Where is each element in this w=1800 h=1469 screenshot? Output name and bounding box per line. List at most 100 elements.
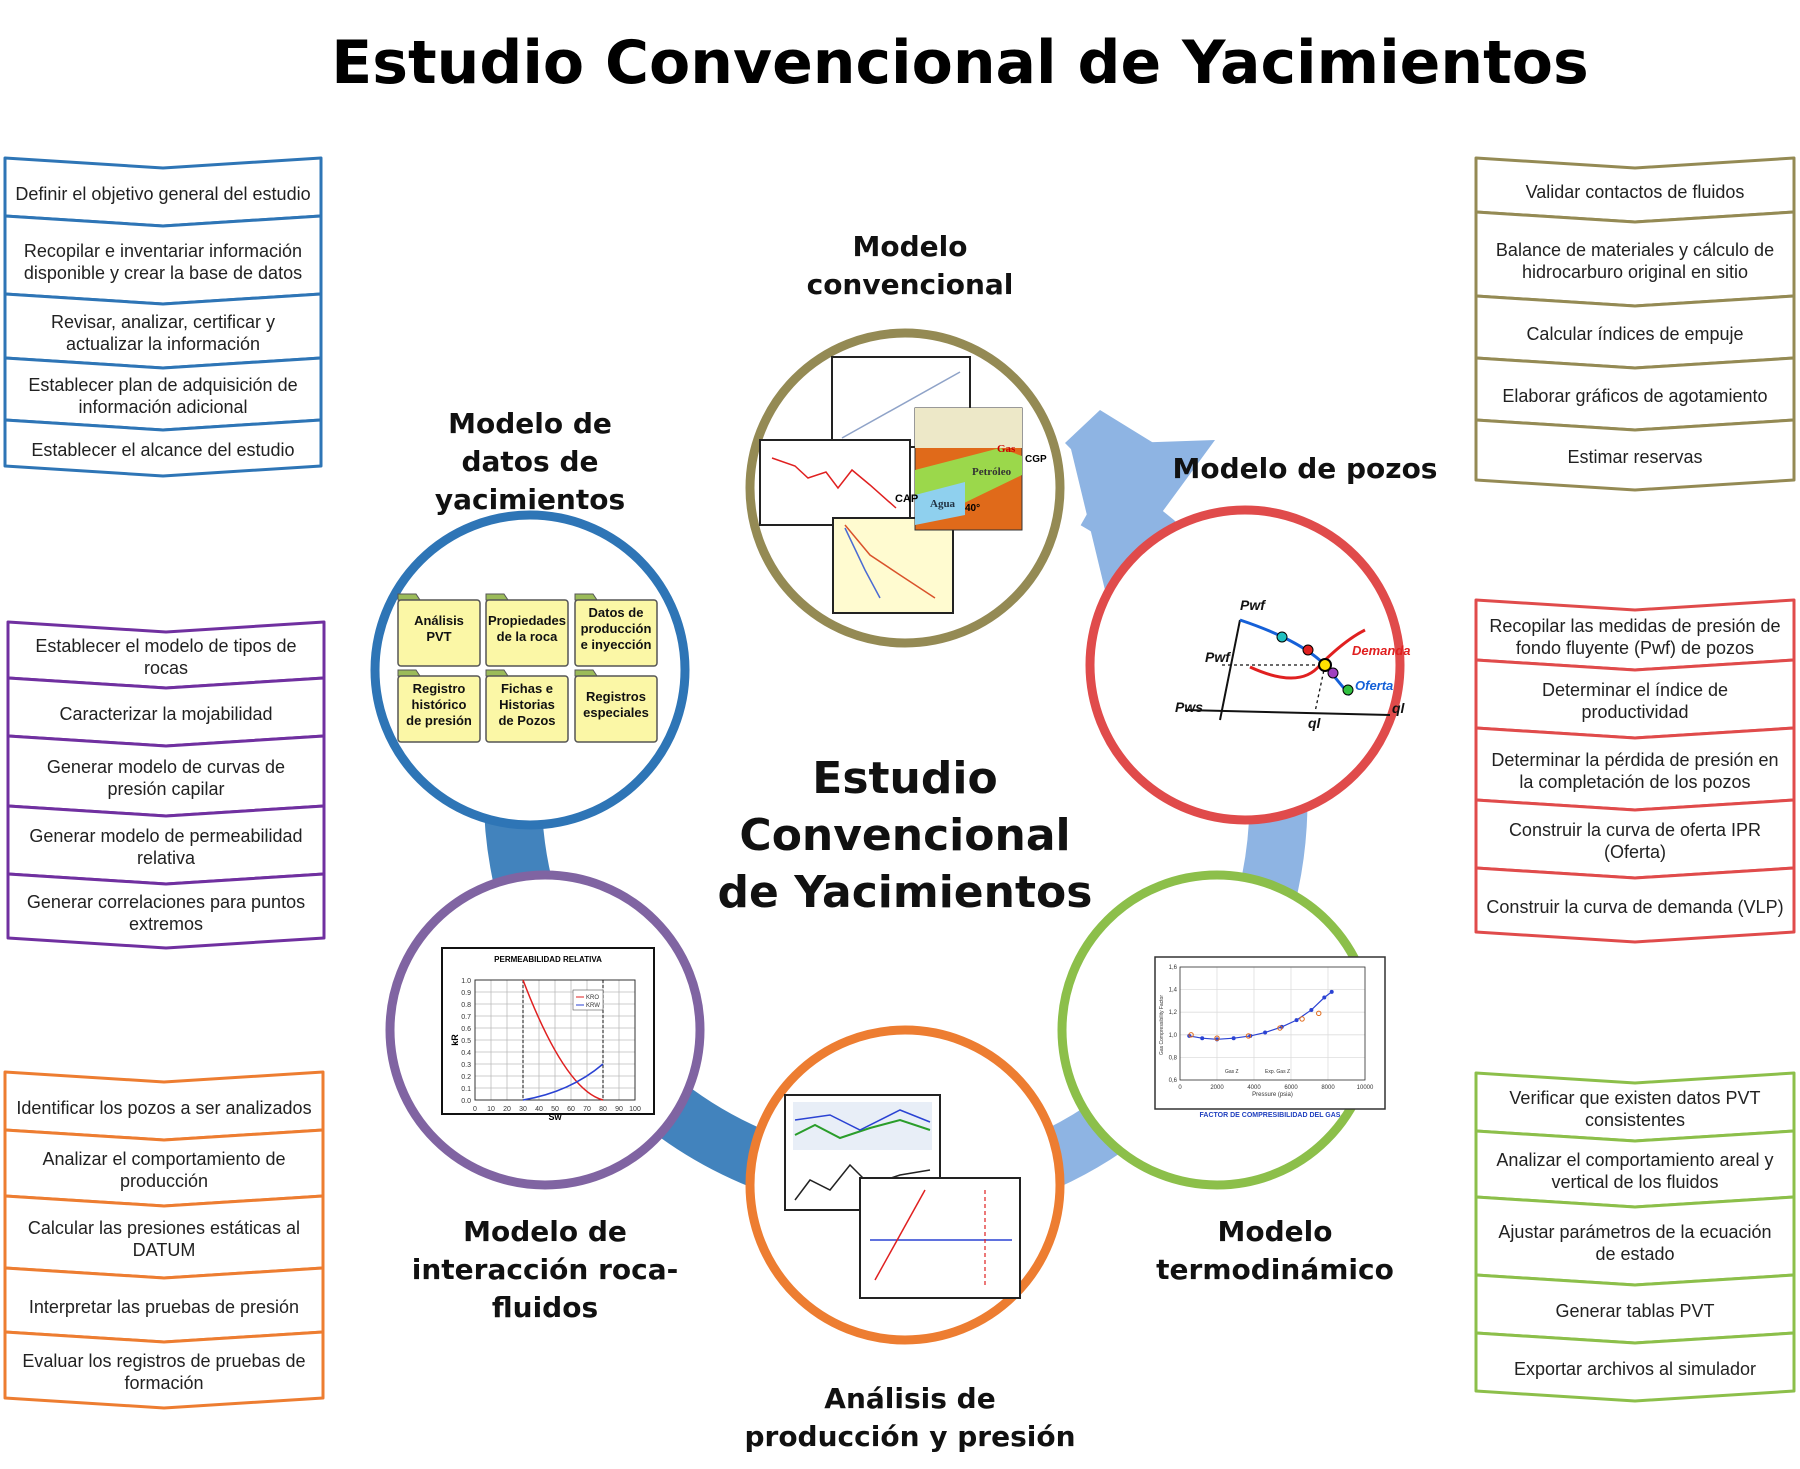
z-x-tick: 8000	[1321, 1085, 1335, 1091]
step-shape	[6, 872, 326, 950]
step-item: Estimar reservas	[1567, 446, 1703, 467]
geo-label-cgp: CGP	[1025, 454, 1047, 465]
step-item: Generar modelo de permeabilidad relativa	[29, 825, 303, 869]
label-q: ql	[1308, 715, 1322, 731]
z-exp-point	[1299, 1016, 1305, 1022]
kro-curve	[522, 979, 604, 1101]
z-legend-item: Exp. Gas Z	[1265, 1069, 1290, 1075]
step-item: Recopilar las medidas de presión de fond…	[1489, 615, 1781, 659]
krw-curve	[522, 1063, 604, 1101]
step-shape	[1474, 866, 1796, 944]
z-x-tick: 0	[1178, 1085, 1182, 1091]
step-item: Exportar archivos al simulador	[1513, 1358, 1757, 1379]
step-item: Construir la curva de demanda (VLP)	[1486, 896, 1784, 917]
label-modelo-termo: Modelo termodinámico	[1156, 1215, 1394, 1286]
step-item: Determinar la pérdida de presión en la c…	[1491, 749, 1779, 793]
z-exp-point	[1316, 1010, 1322, 1017]
kr-y-tick: 0.5	[461, 1038, 471, 1045]
log-thumbnail	[759, 439, 911, 526]
geo-label-cap: CAP	[895, 493, 918, 505]
kr-y-tick: 1.0	[461, 978, 471, 985]
node-produccion	[745, 1025, 1065, 1345]
step-item: Revisar, analizar, certificar y actualiz…	[50, 311, 276, 355]
step-item: Calcular índices de empuje	[1526, 323, 1744, 344]
kr-y-tick: 0.2	[461, 1074, 471, 1081]
step-item: Analizar el comportamiento de producción	[42, 1148, 286, 1192]
step-item: Evaluar los registros de pruebas de form…	[22, 1350, 306, 1394]
step-item: Validar contactos de fluidos	[1525, 181, 1745, 202]
kr-chart-title: PERMEABILIDAD RELATIVA	[494, 955, 602, 964]
kr-x-tick: 10	[487, 1106, 495, 1113]
kr-x-tick: 20	[503, 1106, 511, 1113]
kr-y-tick: 0.3	[461, 1062, 471, 1069]
axis-label-ql: ql	[1392, 700, 1406, 716]
step-item: Recopilar e inventariar información disp…	[23, 240, 303, 284]
z-xlabel: Pressure (psia)	[1252, 1092, 1293, 1098]
step-item: Verificar que existen datos PVT consiste…	[1509, 1087, 1761, 1131]
step-item: Establecer plan de adquisición de inform…	[28, 374, 298, 418]
kr-y-tick: 0.6	[461, 1026, 471, 1033]
kr-x-tick: 70	[583, 1106, 591, 1113]
z-point	[1309, 1007, 1314, 1012]
kr-x-tick: 0	[473, 1106, 477, 1113]
step-shape	[1474, 1331, 1796, 1403]
z-y-tick: 1,6	[1169, 965, 1178, 971]
step-item: Calcular las presiones estáticas al DATU…	[27, 1217, 301, 1261]
geo-label-gas: Gas	[997, 443, 1016, 455]
step-item: Generar tablas PVT	[1555, 1300, 1715, 1321]
geo-label-angle: 40°	[965, 503, 980, 514]
node-roca: 00.0100.1200.2300.3400.4500.5600.6700.78…	[385, 870, 705, 1190]
list-red	[1474, 598, 1796, 944]
pressure-test-thumbnail	[859, 1177, 1021, 1299]
label-oferta: Oferta	[1355, 678, 1393, 693]
step-shape	[3, 1330, 325, 1410]
z-point	[1231, 1036, 1236, 1041]
node-pozos: Pwf ql Pws Pwf ql Demanda Oferta	[1085, 505, 1411, 825]
kr-x-tick: 40	[535, 1106, 543, 1113]
center-title: Estudio Convencional de Yacimientos	[715, 750, 1095, 922]
label-modelo-datos: Modelo de datos de yacimientos	[434, 407, 626, 516]
label-roca-fluidos: Modelo de interacción roca-fluidos	[411, 1215, 679, 1324]
kr-x-tick: 100	[629, 1106, 641, 1113]
step-item: Construir la curva de oferta IPR (Oferta…	[1508, 819, 1762, 863]
z-point	[1322, 995, 1327, 1000]
z-x-tick: 4000	[1247, 1085, 1261, 1091]
z-point	[1263, 1030, 1268, 1035]
z-x-tick: 6000	[1284, 1085, 1298, 1091]
step-item: Balance de materiales y cálculo de hidro…	[1495, 239, 1775, 283]
kr-y-tick: 0.9	[461, 990, 471, 997]
z-y-tick: 1,0	[1169, 1033, 1178, 1039]
z-ylabel: Gas Compressibility Factor	[1159, 995, 1165, 1055]
step-shape	[1474, 418, 1796, 492]
node-convencional: Gas Petróleo Agua CGP CAP 40°	[745, 328, 1065, 648]
list-blue	[3, 156, 323, 478]
label-pws: Pws	[1175, 699, 1203, 715]
kr-y-tick: 0.7	[461, 1014, 471, 1021]
kr-x-tick: 60	[567, 1106, 575, 1113]
z-exp-point	[1245, 1033, 1252, 1039]
cycle-arrowhead	[1070, 440, 1215, 590]
z-y-tick: 0,6	[1169, 1078, 1178, 1084]
geo-label-agua: Agua	[930, 498, 956, 510]
step-item: Determinar el índice de productividad	[1541, 679, 1729, 723]
step-item: Caracterizar la mojabilidad	[59, 703, 273, 724]
center-title-text: Estudio Convencional de Yacimientos	[717, 753, 1093, 919]
step-lists	[3, 156, 1796, 1410]
list-green	[1474, 1071, 1796, 1403]
step-item: Interpretar las pruebas de presión	[28, 1296, 300, 1317]
step-shape	[3, 418, 323, 478]
